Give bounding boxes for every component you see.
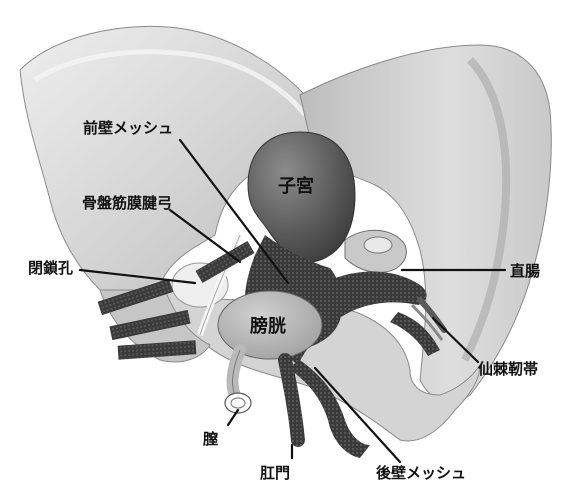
label-vagina: 膣	[203, 430, 218, 448]
label-rectum: 直腸	[510, 262, 540, 280]
label-anterior-mesh: 前壁メッシュ	[83, 119, 173, 137]
label-anus: 肛門	[260, 464, 290, 482]
label-uterus: 子宮	[278, 175, 314, 197]
label-arcus-tendineus: 骨盤筋膜腱弓	[82, 194, 172, 212]
label-posterior-mesh: 後壁メッシュ	[375, 464, 466, 482]
label-sacrospinous-ligament: 仙棘靭帯	[478, 360, 538, 378]
label-bladder: 膀胱	[249, 315, 286, 337]
label-obturator-foramen: 閉鎖孔	[28, 259, 73, 277]
